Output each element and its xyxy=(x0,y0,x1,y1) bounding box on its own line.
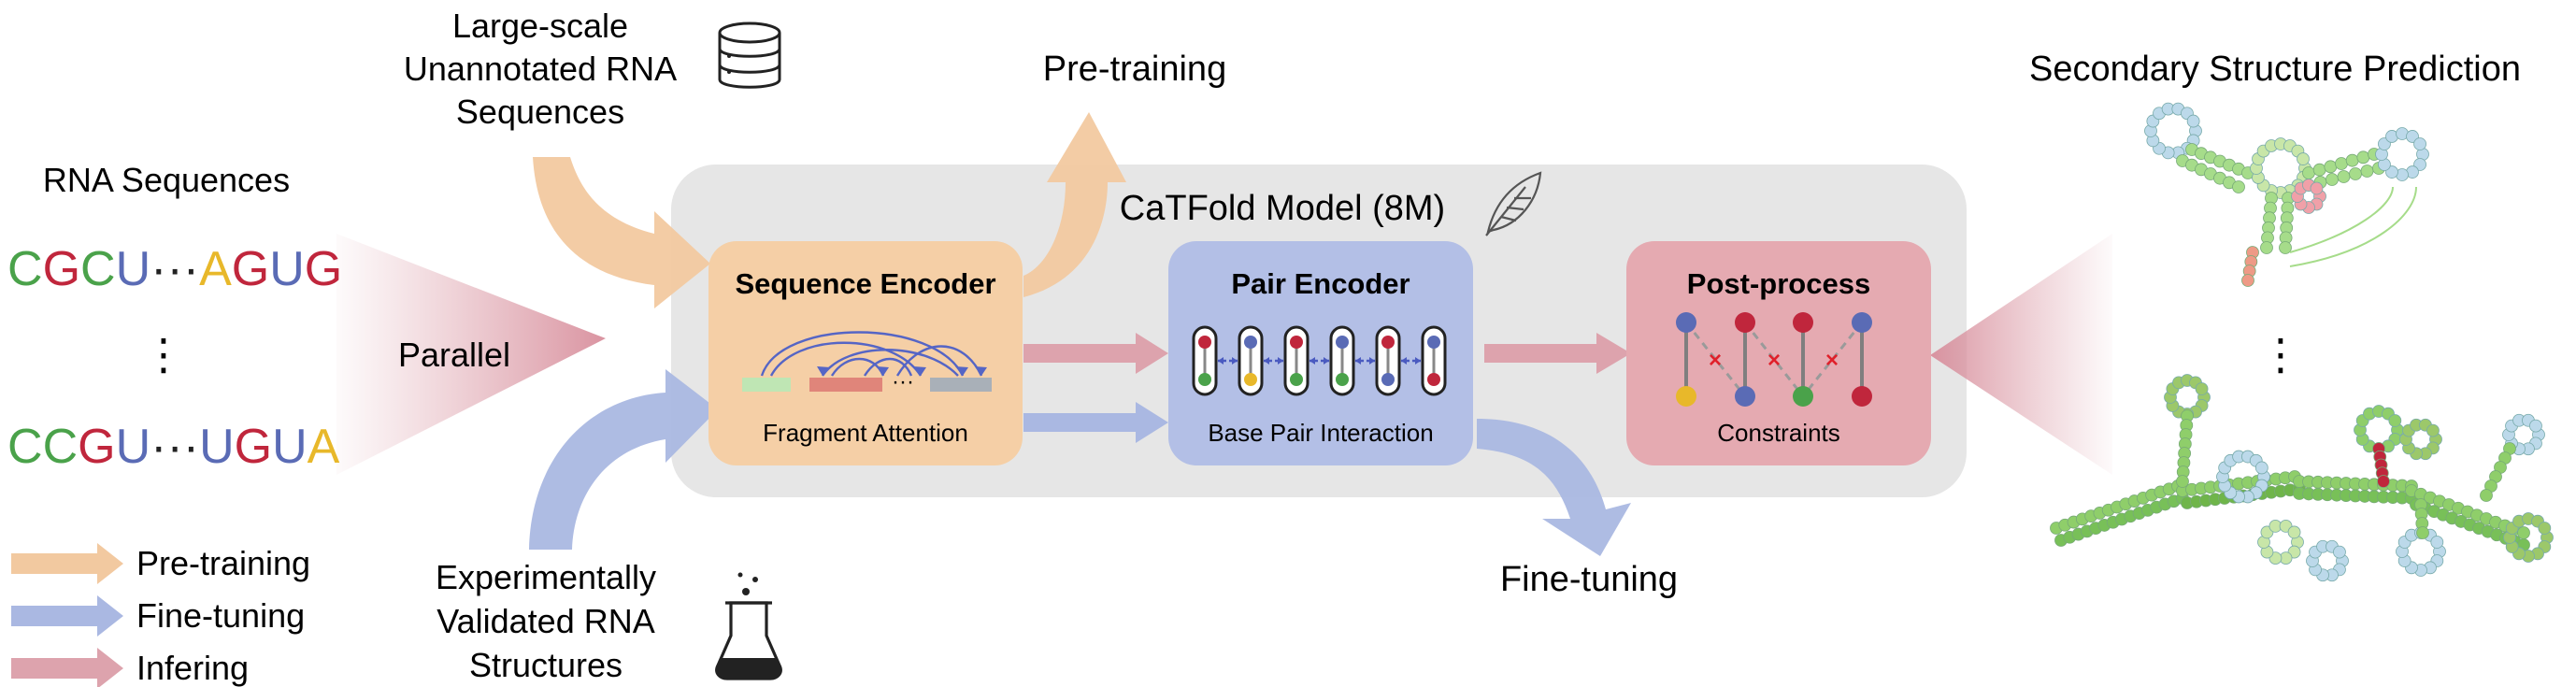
secondary-structure-bottom xyxy=(2050,374,2554,582)
legend-label: Fine-tuning xyxy=(136,596,305,635)
experimentally-line1: Experimentally xyxy=(436,558,656,596)
svg-text:×: × xyxy=(1767,348,1781,373)
post-process-title: Post-process xyxy=(1687,267,1870,300)
seq-to-pair-blue-arrow xyxy=(1023,402,1168,443)
legend-item: Infering xyxy=(11,648,249,687)
pair-encoder-title: Pair Encoder xyxy=(1231,267,1410,300)
svg-text:×: × xyxy=(1825,348,1839,373)
sequence-encoder-box xyxy=(708,241,1023,465)
legend-label: Infering xyxy=(136,649,249,687)
fragment-attention-arcs xyxy=(760,331,983,377)
large-scale-line3: Sequences xyxy=(456,93,624,131)
base-pair-interaction-label: Base Pair Interaction xyxy=(1208,419,1433,447)
infer-left-cone xyxy=(336,234,606,475)
legend-item: Fine-tuning xyxy=(11,595,305,637)
base-pair-pill xyxy=(1329,325,1375,396)
flask-icon xyxy=(715,572,782,680)
pretrain-output-arrow xyxy=(1023,112,1126,297)
finetuning-bottom-label: Fine-tuning xyxy=(1500,560,1678,599)
model-title: CaTFold Model (8M) xyxy=(1120,189,1445,228)
legend-arrow-head xyxy=(97,648,123,687)
experimentally-line2: Validated RNA xyxy=(436,602,654,640)
finetune-input-arrow xyxy=(529,369,718,550)
fragment-attention-label: Fragment Attention xyxy=(763,419,968,447)
feather-icon xyxy=(1485,171,1542,236)
seq-to-pair-pink-arrow xyxy=(1023,333,1168,374)
pretrain-input-arrow xyxy=(533,157,710,308)
svg-text:×: × xyxy=(1709,348,1722,373)
base-pair-pill xyxy=(1375,325,1421,396)
base-pair-pills xyxy=(1192,325,1447,396)
finetune-output-arrow xyxy=(1477,419,1631,556)
rna-sequences-title: RNA Sequences xyxy=(43,161,290,199)
rna-vdots: ⋮ xyxy=(142,330,185,379)
attention-arrowheads xyxy=(817,366,987,376)
infer-right-cone xyxy=(1930,234,2112,475)
pair-to-post-pink-arrow xyxy=(1484,333,1631,374)
experimentally-line3: Structures xyxy=(469,646,623,684)
fragment-block-red xyxy=(809,378,882,392)
secondary-structure-top xyxy=(2144,102,2429,287)
structure-vdots: ⋮ xyxy=(2259,330,2302,379)
rna-sequence-1: CGCU···AGUG xyxy=(7,242,342,296)
base-pair-pill xyxy=(1421,325,1447,396)
fragment-block-gray xyxy=(930,378,992,392)
rna-sequence-2: CCGU···UGUA xyxy=(7,420,340,474)
sequence-encoder-title: Sequence Encoder xyxy=(735,267,995,300)
constraints-label: Constraints xyxy=(1717,419,1840,447)
legend-arrow-shaft xyxy=(11,606,97,626)
database-icon xyxy=(718,21,781,89)
legend-item: Pre-training xyxy=(11,543,310,584)
parallel-label: Parallel xyxy=(398,336,510,374)
legend-arrow-head xyxy=(97,595,123,637)
base-pair-pill xyxy=(1238,325,1283,396)
fragment-block-green xyxy=(742,378,791,392)
post-process-box xyxy=(1626,241,1931,465)
base-pair-pill xyxy=(1283,325,1329,396)
ss-prediction-title: Secondary Structure Prediction xyxy=(2029,50,2521,89)
pretraining-top-label: Pre-training xyxy=(1043,50,1226,89)
legend-arrow-shaft xyxy=(11,553,97,574)
legend-label: Pre-training xyxy=(136,544,310,582)
legend-arrow-head xyxy=(97,543,123,584)
large-scale-line1: Large-scale xyxy=(452,7,628,45)
constraints-graph: × × × xyxy=(1676,312,1872,407)
large-scale-line2: Unannotated RNA xyxy=(404,50,677,88)
pair-encoder-box xyxy=(1168,241,1473,465)
legend-arrow-shaft xyxy=(11,658,97,679)
base-pair-pill xyxy=(1192,325,1238,396)
